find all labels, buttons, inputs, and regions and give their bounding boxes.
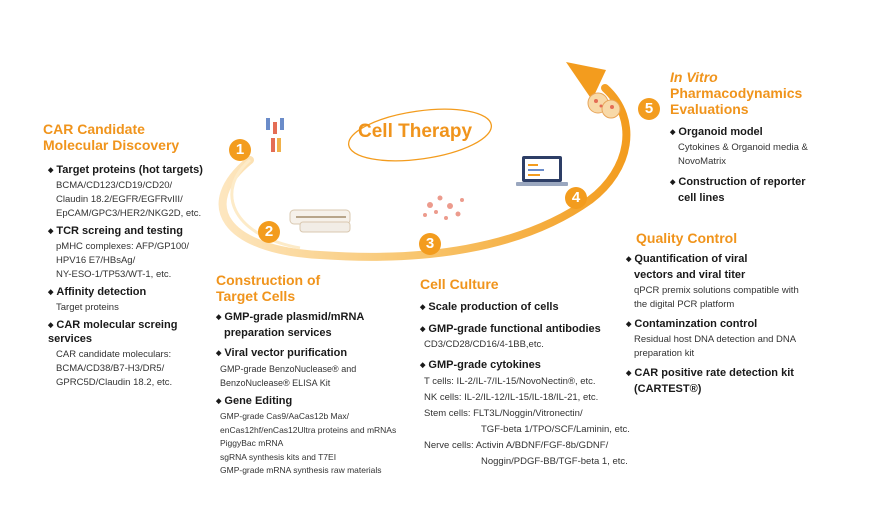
section-cell-culture: Cell Culture Scale production of cells G… <box>420 276 660 470</box>
step-2-badge: 2 <box>258 221 280 243</box>
cells-icon <box>423 195 464 220</box>
item-heading: Quantification of viral <box>626 252 861 268</box>
petri-dish-icon <box>587 92 621 119</box>
item-heading: GMP-grade functional antibodies <box>420 322 660 338</box>
item-heading: Scale production of cells <box>420 300 660 316</box>
item-heading: GMP-grade plasmid/mRNA <box>216 310 421 326</box>
step-1-badge: 1 <box>229 139 251 161</box>
section-title: Cell Culture <box>420 276 499 292</box>
antibody-icon <box>266 118 284 152</box>
item-heading: Organoid model <box>670 125 860 141</box>
title-ellipse <box>347 108 493 162</box>
diagram-title: Cell Therapy <box>358 121 473 142</box>
item-heading: Viral vector purification <box>216 346 421 362</box>
process-curve <box>218 84 631 261</box>
vector-icon <box>289 209 351 233</box>
arrow-head <box>566 62 606 100</box>
section-title: Construction of Target Cells <box>216 272 321 304</box>
section-target-cells: Construction of Target Cells GMP-grade p… <box>216 272 421 478</box>
section-quality-control: Quality Control Quantification of viral … <box>626 230 861 398</box>
section-car-discovery: CAR Candidate Molecular Discovery Target… <box>43 121 243 390</box>
item-heading: Target proteins (hot targets) <box>48 163 243 179</box>
step-4-badge: 4 <box>565 187 587 209</box>
item-heading: GMP-grade cytokines <box>420 358 660 374</box>
section-title: CAR Candidate Molecular Discovery <box>43 121 180 153</box>
section-title: In Vitro Pharmacodynamics Evaluations <box>670 69 803 117</box>
laptop-icon <box>516 156 568 186</box>
section-title: Quality Control <box>636 230 738 246</box>
step-5-badge: 5 <box>638 98 660 120</box>
section-pharmacodynamics: In Vitro Pharmacodynamics Evaluations Or… <box>670 69 860 207</box>
item-heading: TCR screing and testing <box>48 224 243 240</box>
item-heading: CAR molecular screing <box>48 318 243 334</box>
item-heading: Construction of reporter <box>670 175 860 191</box>
step-3-badge: 3 <box>419 233 441 255</box>
item-heading: CAR positive rate detection kit <box>626 366 861 382</box>
item-heading: Gene Editing <box>216 394 421 410</box>
item-heading: Contaminzation control <box>626 317 861 333</box>
item-heading: Affinity detection <box>48 285 243 301</box>
